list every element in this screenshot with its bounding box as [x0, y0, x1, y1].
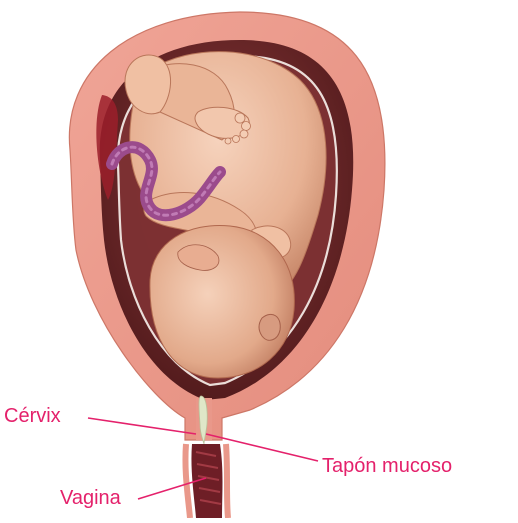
- mucus-plug-leader-line: [206, 434, 318, 461]
- fetus-ear: [259, 314, 280, 340]
- fetus-head: [150, 225, 294, 378]
- mucus-plug-label: Tapón mucoso: [322, 456, 452, 476]
- cervix-label: Cérvix: [4, 406, 61, 426]
- cervix-leader-line: [88, 418, 196, 434]
- vagina-label: Vagina: [60, 488, 121, 508]
